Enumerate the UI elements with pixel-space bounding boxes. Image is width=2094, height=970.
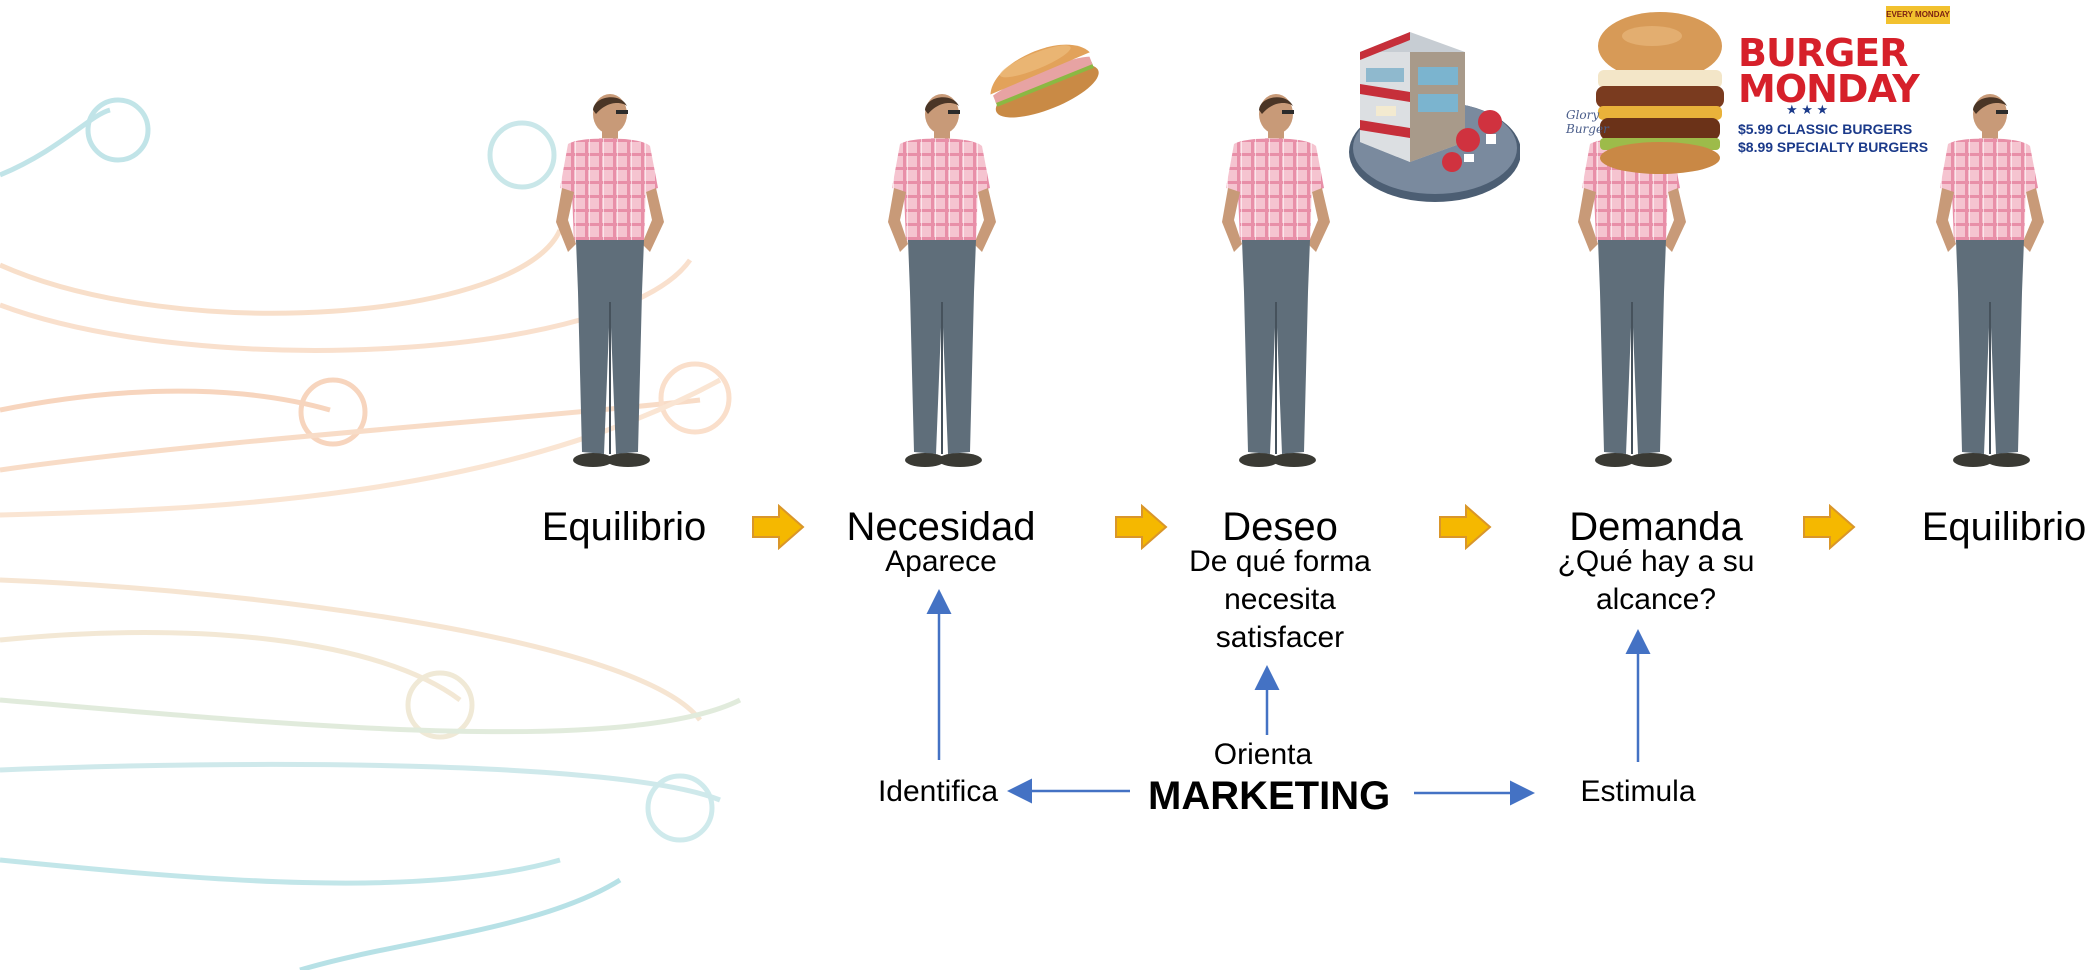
sandwich-icon bbox=[990, 44, 1099, 118]
swirl-loop bbox=[85, 97, 151, 163]
swirl-line bbox=[0, 228, 563, 316]
swirl-loop bbox=[298, 377, 368, 447]
swirl-line bbox=[0, 697, 742, 735]
marketing-title: MARKETING bbox=[1148, 774, 1391, 818]
swirl-line bbox=[0, 577, 702, 722]
burger-icon bbox=[1596, 12, 1724, 174]
swirl-line bbox=[0, 761, 721, 803]
burger-ad-image: Glory Burger EVERY MONDAY BURGER MONDAY … bbox=[1562, 0, 1954, 183]
stage-title-demanda: Demanda bbox=[1569, 505, 1743, 549]
swirl-line bbox=[299, 877, 622, 970]
ad-price-specialty: $8.99 SPECIALTY BURGERS bbox=[1738, 139, 1929, 155]
ad-price-classic: $5.99 CLASSIC BURGERS bbox=[1738, 121, 1913, 137]
ad-script-text: Glory Burger bbox=[1566, 108, 1609, 136]
swirl-line bbox=[0, 857, 561, 886]
stage-title-necesidad: Necesidad bbox=[846, 505, 1036, 549]
ad-title-line1: BURGER bbox=[1738, 31, 1908, 75]
stage-subtitle-demanda: ¿Qué hay a su alcance? bbox=[1557, 545, 1755, 616]
label-identifica: Identifica bbox=[877, 775, 999, 808]
swirl-loop bbox=[405, 670, 475, 740]
swirl-line bbox=[0, 107, 111, 178]
stage-title-equilibrio: Equilibrio bbox=[541, 505, 707, 549]
label-orienta: Orienta bbox=[1213, 738, 1313, 771]
swirl-loop bbox=[658, 361, 732, 435]
swirl-loop bbox=[645, 773, 715, 843]
stage-title-deseo: Deseo bbox=[1222, 505, 1338, 549]
restaurant-icon bbox=[1349, 32, 1520, 202]
stage-subtitle-necesidad: Aparece bbox=[885, 545, 997, 578]
ad-title-line2: MONDAY bbox=[1738, 67, 1920, 111]
label-estimula: Estimula bbox=[1580, 775, 1696, 808]
ad-stars: ★ ★ ★ bbox=[1786, 102, 1829, 117]
stage-title-equilibrio-final: Equilibrio bbox=[1921, 505, 2087, 549]
ad-badge: EVERY MONDAY bbox=[1886, 6, 1950, 24]
swirl-loop bbox=[487, 120, 557, 190]
stage-subtitle-deseo: De qué forma necesita satisfacer bbox=[1189, 545, 1371, 654]
